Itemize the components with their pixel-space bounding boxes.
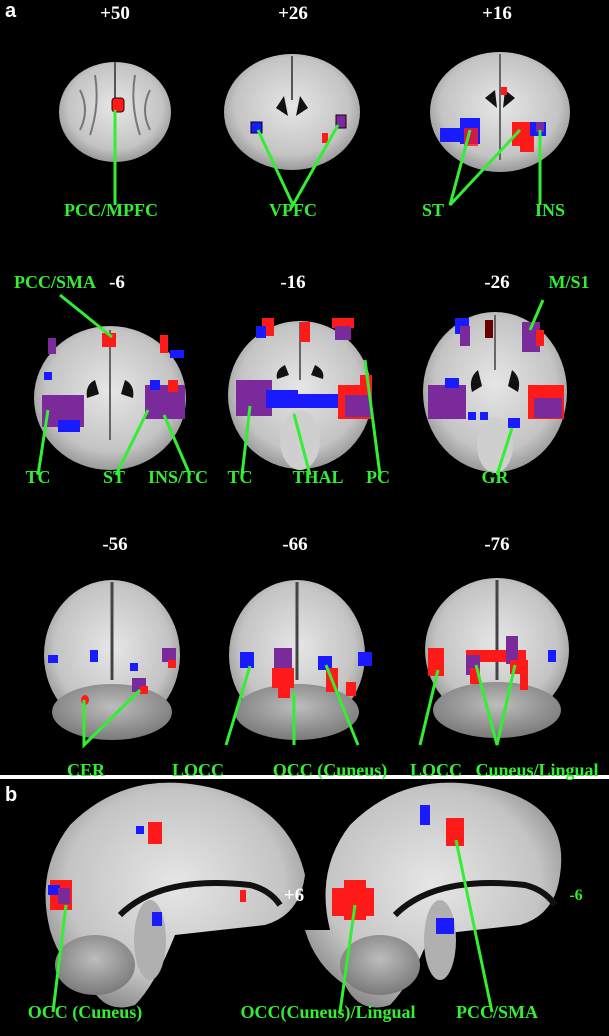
region-label-locc: LOCC — [171, 760, 225, 780]
region-label-occ-cuneus-lingual: OCC(Cuneus)/Lingual — [240, 1002, 416, 1022]
region-label-occ-cuneus: OCC (Cuneus) — [272, 760, 388, 780]
region-label-cer: CER — [66, 760, 106, 780]
region-label-ins-tc: INS/TC — [147, 467, 209, 487]
brain-slice-plus16 — [430, 52, 570, 172]
brain-slice-minus76 — [425, 578, 569, 738]
brain-slice-minus26 — [423, 312, 567, 473]
slice-coord-minus26: -26 — [484, 272, 510, 293]
region-label-m-s1: M/S1 — [548, 272, 590, 292]
sagittal-slice-plus6 — [45, 782, 305, 1008]
region-label-occ-cuneus-sagittal: OCC (Cuneus) — [27, 1002, 143, 1022]
panel-separator — [0, 775, 609, 779]
region-label-cuneus-lingual: Cuneus/Lingual — [475, 760, 599, 780]
brain-slice-minus16 — [228, 318, 372, 470]
slice-coord-minus56: -56 — [102, 534, 128, 555]
slice-coord-plus50: +50 — [100, 3, 130, 24]
region-label-ins: INS — [534, 200, 566, 220]
pointer-lines — [36, 110, 545, 1013]
region-label-thal: THAL — [292, 467, 344, 487]
slice-coord-minus6: -6 — [109, 272, 125, 293]
slice-coord-plus16: +16 — [482, 3, 512, 24]
panel-label-b: b — [5, 784, 18, 806]
region-label-vpfc: VPFC — [269, 200, 317, 220]
region-label-locc: LOCC — [409, 760, 463, 780]
slice-coord-minus76: -76 — [484, 534, 510, 555]
region-label-pcc-mpfc: PCC/MPFC — [64, 200, 158, 220]
region-label-st: ST — [421, 200, 445, 220]
region-label-pcc-sma-sagittal: PCC/SMA — [456, 1002, 538, 1022]
brain-slice-plus26 — [224, 54, 360, 170]
slice-coord-minus16: -16 — [280, 272, 306, 293]
brain-slice-minus56 — [44, 580, 180, 740]
brain-slice-minus6 — [34, 326, 186, 470]
panel-label-a: a — [5, 0, 17, 22]
brain-slice-minus66 — [229, 580, 372, 740]
region-label-st: ST — [102, 467, 126, 487]
slice-coord-minus66: -66 — [282, 534, 308, 555]
slice-coord-minus6-sagittal: -6 — [569, 887, 583, 904]
region-label-tc: TC — [25, 467, 51, 487]
region-label-gr: GR — [481, 467, 509, 487]
slice-coord-plus6-sagittal: +6 — [283, 885, 305, 906]
region-label-pcc-sma: PCC/SMA — [14, 272, 96, 292]
region-label-tc: TC — [227, 467, 253, 487]
sagittal-slice-minus6 — [305, 782, 562, 1008]
region-label-pc: PC — [366, 467, 390, 487]
slice-coord-plus26: +26 — [278, 3, 308, 24]
